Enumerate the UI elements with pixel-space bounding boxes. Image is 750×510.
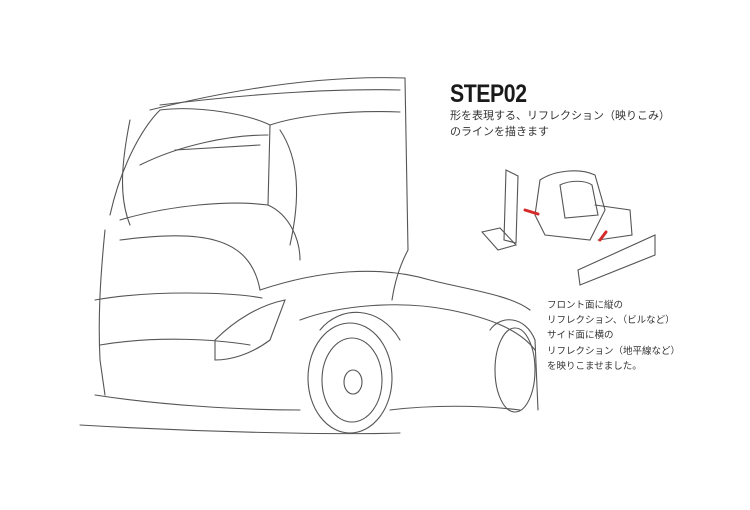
note-line: を映りこませました。 <box>547 360 642 372</box>
note-line: サイド面に横の <box>547 330 614 342</box>
description-line: 形を表現する、リフレクション（映りこみ） <box>450 109 670 122</box>
reflection-diagram <box>480 169 656 286</box>
rear-wheel <box>489 319 539 413</box>
note-line: フロント面に縦の <box>547 300 624 311</box>
note-line: リフレクション（地平線など） <box>547 345 681 357</box>
step-description: 形を表現する、リフレクション（映りこみ） のラインを描きます <box>450 108 670 140</box>
front-wheel <box>307 311 401 434</box>
truck-cab-sketch <box>79 77 536 435</box>
reflection-note: フロント面に縦の リフレクション、（ビルなど） サイド面に横の リフレクション（… <box>547 298 680 374</box>
note-line: リフレクション、（ビルなど） <box>547 315 675 327</box>
step-title: STEP02 <box>450 80 527 108</box>
description-line: のラインを描きます <box>450 125 549 138</box>
